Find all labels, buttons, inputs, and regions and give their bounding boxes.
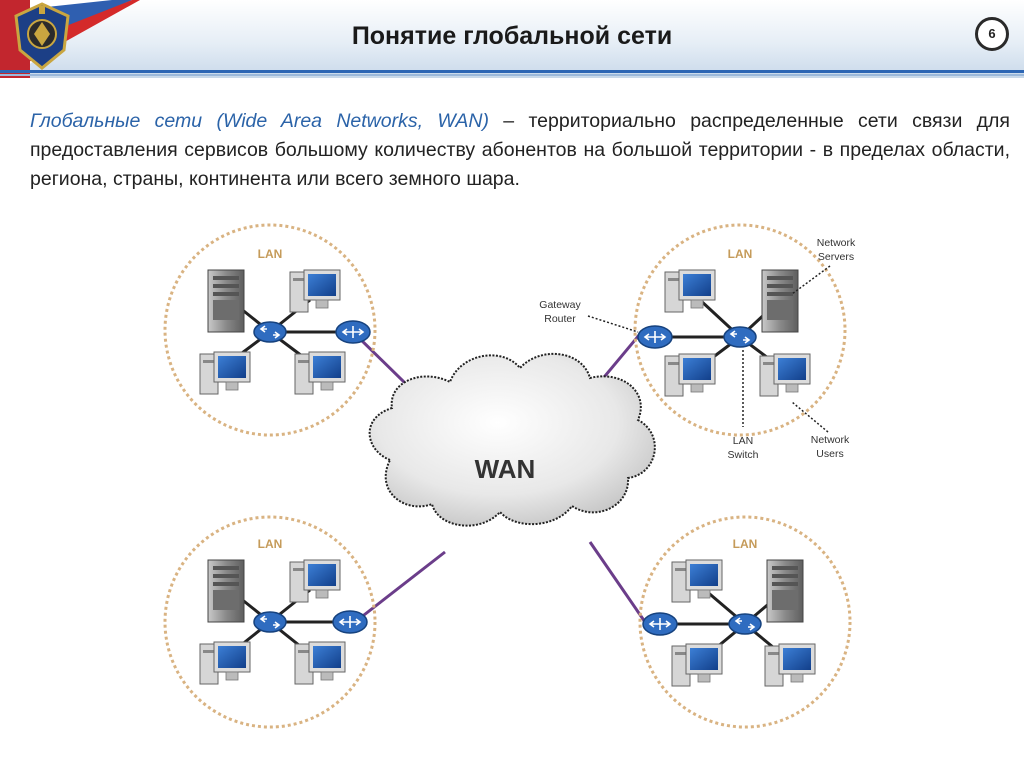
wan-definition: Глобальные сети (Wide Area Networks, WAN… bbox=[30, 107, 1010, 194]
server-icon bbox=[207, 559, 245, 623]
wan-cloud: WAN bbox=[368, 352, 656, 527]
lan-bottom-left: LAN bbox=[163, 515, 377, 729]
switch-icon bbox=[728, 613, 762, 635]
workstation-icon bbox=[664, 353, 716, 397]
router-icon bbox=[332, 610, 368, 634]
svg-text:Switch: Switch bbox=[728, 449, 759, 461]
svg-text:Gateway: Gateway bbox=[539, 299, 581, 311]
router-icon bbox=[335, 320, 371, 344]
wan-diagram: WAN LAN LAN Network Servers bbox=[163, 223, 856, 729]
workstation-icon bbox=[671, 559, 723, 603]
callout-network-users: Network Users bbox=[791, 401, 850, 460]
server-icon bbox=[207, 269, 245, 333]
callout-gateway-router: Gateway Router bbox=[539, 299, 639, 333]
svg-text:Servers: Servers bbox=[818, 251, 854, 263]
switch-icon bbox=[723, 326, 757, 348]
svg-text:Router: Router bbox=[544, 313, 576, 325]
lan-label: LAN bbox=[733, 537, 758, 551]
switch-icon bbox=[253, 611, 287, 633]
emblem-icon bbox=[14, 2, 70, 70]
workstation-icon bbox=[289, 559, 341, 603]
lan-boundary bbox=[163, 223, 377, 437]
workstation-icon bbox=[671, 643, 723, 687]
lan-label: LAN bbox=[258, 537, 283, 551]
wan-link-bottom-right bbox=[588, 541, 647, 623]
svg-text:Network: Network bbox=[811, 434, 850, 446]
slide-title: Понятие глобальной сети bbox=[351, 22, 673, 50]
definition-term: Глобальные сети (Wide Area Networks, WAN… bbox=[30, 110, 489, 132]
svg-text:Users: Users bbox=[816, 448, 843, 460]
lan-label: LAN bbox=[258, 247, 283, 261]
workstation-icon bbox=[199, 351, 251, 395]
lan-boundary bbox=[633, 223, 847, 437]
slide-header: Понятие глобальной сети 6 bbox=[0, 0, 1024, 78]
definition-text: – территориально распределенные сети свя… bbox=[30, 110, 1010, 190]
workstation-icon bbox=[294, 641, 346, 685]
lan-top-left: LAN bbox=[163, 223, 377, 437]
wan-link-bottom-left bbox=[354, 550, 446, 624]
server-icon bbox=[766, 559, 804, 623]
server-icon bbox=[761, 269, 799, 333]
callout-lan-switch: LAN Switch bbox=[728, 350, 759, 461]
workstation-icon bbox=[289, 269, 341, 313]
lan-boundary bbox=[638, 515, 852, 729]
svg-text:LAN: LAN bbox=[733, 435, 753, 447]
router-icon bbox=[637, 325, 673, 349]
page-number-badge: 6 bbox=[975, 17, 1009, 51]
lan-bottom-right: LAN bbox=[638, 515, 852, 729]
lan-top-right: LAN Network Servers Gateway Router LAN S… bbox=[539, 223, 856, 461]
workstation-icon bbox=[294, 351, 346, 395]
lan-boundary bbox=[163, 515, 377, 729]
workstation-icon bbox=[764, 643, 816, 687]
svg-text:Network: Network bbox=[817, 237, 856, 249]
workstation-icon bbox=[759, 353, 811, 397]
wan-label: WAN bbox=[475, 454, 536, 484]
lan-label: LAN bbox=[728, 247, 753, 261]
workstation-icon bbox=[199, 641, 251, 685]
callout-network-servers: Network Servers bbox=[791, 237, 856, 295]
switch-icon bbox=[253, 321, 287, 343]
router-icon bbox=[642, 612, 678, 636]
